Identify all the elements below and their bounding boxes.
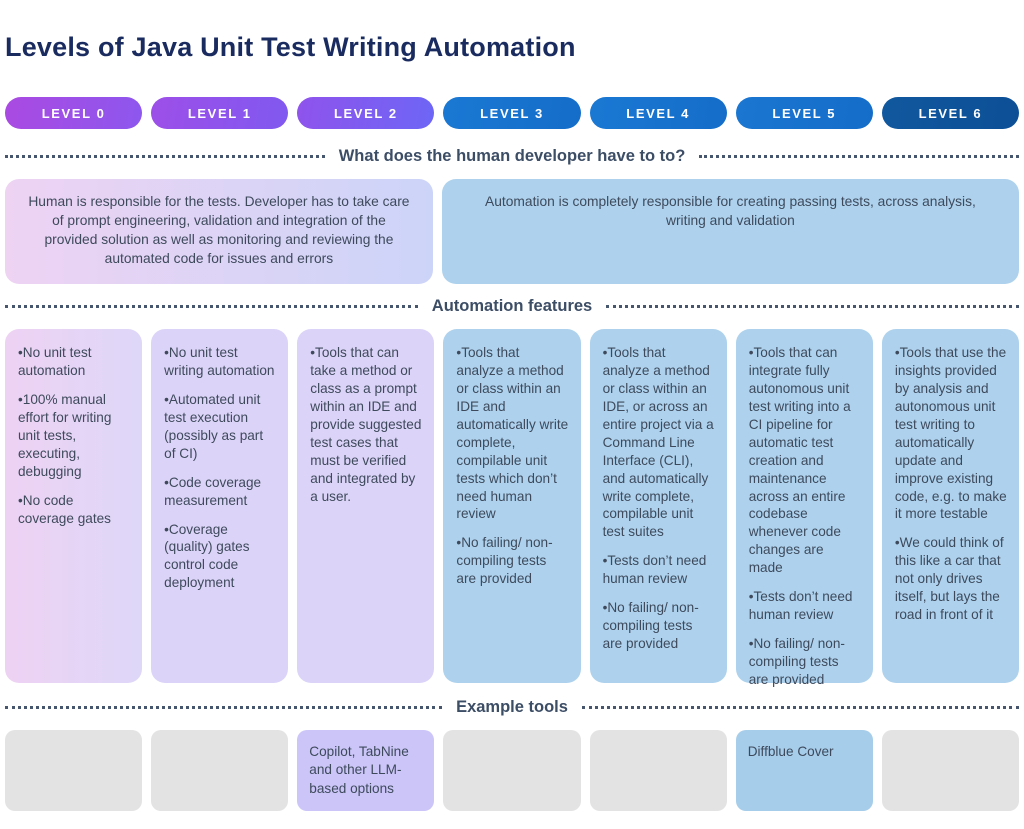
level-pills-row: LEVEL 0 LEVEL 1 LEVEL 2 LEVEL 3 LEVEL 4 … — [5, 97, 1019, 129]
feature-bullet: Tools that can take a method or class as… — [310, 344, 422, 505]
human-section-header: What does the human developer have to to… — [5, 147, 1020, 166]
automation-responsibility-box: Automation is completely responsible for… — [441, 179, 1019, 284]
feature-bullet: No unit test writing automation — [164, 344, 276, 380]
feature-bullet: Tests don’t need human review — [749, 588, 861, 624]
tool-cell-level-1 — [151, 730, 289, 811]
example-tools-row: Copilot, TabNine and other LLM-based opt… — [5, 730, 1019, 811]
feature-bullet: Code coverage measurement — [164, 474, 276, 510]
dotted-rule — [581, 706, 1019, 709]
feature-bullet: No failing/ non-compiling tests are prov… — [603, 599, 715, 653]
feature-bullet: Tools that analyze a method or class wit… — [456, 344, 568, 523]
tool-cell-level-5: Diffblue Cover — [735, 730, 873, 811]
feature-column-level-4: Tools that analyze a method or class wit… — [589, 329, 727, 683]
feature-columns-row: No unit test automation 100% manual effo… — [5, 329, 1019, 687]
page-title: Levels of Java Unit Test Writing Automat… — [5, 32, 576, 62]
dotted-rule — [5, 706, 443, 709]
level-pill-1: LEVEL 1 — [151, 97, 289, 129]
tools-section-header: Example tools — [5, 698, 1019, 717]
tool-cell-level-0 — [5, 730, 143, 811]
feature-column-level-2: Tools that can take a method or class as… — [297, 329, 435, 683]
level-pill-2: LEVEL 2 — [297, 97, 435, 129]
tools-section-title: Example tools — [456, 698, 568, 716]
feature-bullet: 100% manual effort for writing unit test… — [18, 391, 130, 481]
tool-cell-level-3 — [443, 730, 581, 811]
features-section-title: Automation features — [431, 297, 593, 315]
human-responsibility-box: Human is responsible for the tests. Deve… — [5, 179, 433, 284]
feature-column-level-5: Tools that can integrate fully autonomou… — [735, 329, 873, 687]
level-pill-3: LEVEL 3 — [443, 97, 581, 129]
feature-bullet: No code coverage gates — [18, 492, 130, 528]
feature-column-level-6: Tools that use the insights provided by … — [881, 329, 1019, 683]
human-section-title: What does the human developer have to to… — [338, 147, 686, 165]
human-responsibility-row: Human is responsible for the tests. Deve… — [5, 179, 1019, 284]
feature-bullet: We could think of this like a car that n… — [895, 534, 1007, 624]
feature-column-level-0: No unit test automation 100% manual effo… — [5, 329, 143, 683]
feature-bullet: Coverage (quality) gates control code de… — [164, 521, 276, 593]
feature-bullet: No unit test automation — [18, 344, 130, 380]
tool-cell-level-2: Copilot, TabNine and other LLM-based opt… — [297, 730, 435, 811]
dotted-rule — [699, 155, 1020, 158]
dotted-rule — [5, 305, 418, 308]
level-pill-5: LEVEL 5 — [735, 97, 873, 129]
tool-cell-level-4 — [589, 730, 727, 811]
feature-bullet: Tools that can integrate fully autonomou… — [749, 344, 861, 577]
level-pill-4: LEVEL 4 — [589, 97, 727, 129]
feature-bullet: Tools that analyze a method or class wit… — [603, 344, 715, 541]
feature-bullet: Automated unit test execution (possibly … — [164, 391, 276, 463]
tool-cell-level-6 — [881, 730, 1019, 811]
dotted-rule — [606, 305, 1019, 308]
feature-bullet: Tools that use the insights provided by … — [895, 344, 1007, 523]
dotted-rule — [5, 155, 325, 158]
feature-bullet: No failing/ non-compiling tests are prov… — [456, 534, 568, 588]
level-pill-0: LEVEL 0 — [5, 97, 143, 129]
level-pill-6: LEVEL 6 — [881, 97, 1019, 129]
feature-bullet: Tests don’t need human review — [603, 552, 715, 588]
feature-column-level-1: No unit test writing automation Automate… — [151, 329, 289, 683]
feature-bullet: No failing/ non-compiling tests are prov… — [749, 635, 861, 689]
features-section-header: Automation features — [5, 297, 1019, 316]
feature-column-level-3: Tools that analyze a method or class wit… — [443, 329, 581, 683]
